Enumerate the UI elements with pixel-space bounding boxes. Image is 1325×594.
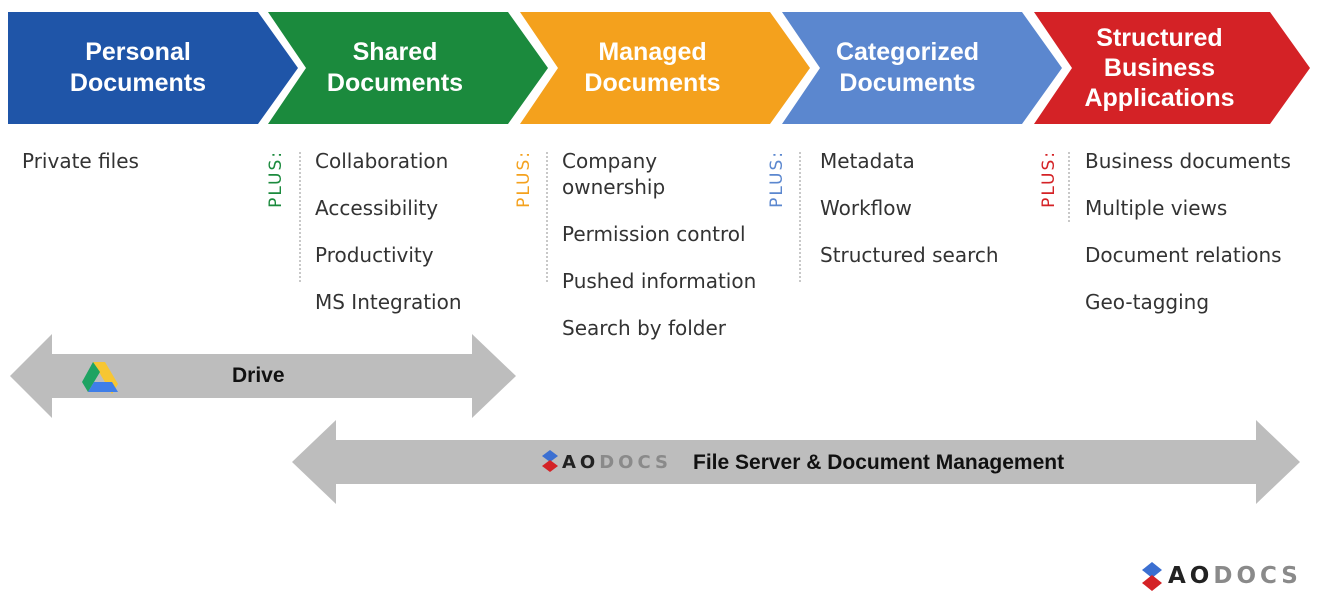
stage-chevron-categorized xyxy=(782,12,1062,124)
divider-dots xyxy=(299,152,301,282)
aodocs-logo xyxy=(542,450,558,472)
google-drive-icon xyxy=(82,362,118,394)
feature-item: Private files xyxy=(22,149,139,173)
divider-dots xyxy=(546,152,548,282)
feature-item: Search by folder xyxy=(562,316,727,340)
stage-chevron-managed xyxy=(520,12,810,124)
footer-aodocs-logo xyxy=(1142,562,1162,591)
footer-logo-text: AODOCS xyxy=(1168,563,1302,589)
plus-label-managed: PLUS: xyxy=(514,150,534,208)
stage-chevron-personal xyxy=(8,12,298,124)
feature-item: Productivity xyxy=(315,243,434,267)
feature-item: Collaboration xyxy=(315,149,449,173)
aodocs-band-logo-text: AODOCS xyxy=(562,452,672,473)
feature-item: Structured search xyxy=(820,243,999,267)
feature-item: Geo-tagging xyxy=(1085,290,1210,314)
feature-item: MS Integration xyxy=(315,290,462,314)
column-managed: Company ownership Permission control Pus… xyxy=(562,148,787,362)
feature-item: Permission control xyxy=(562,222,746,246)
stage-chevron-structured xyxy=(1034,12,1310,124)
feature-item: Metadata xyxy=(820,149,915,173)
column-structured: Business documents Multiple views Docume… xyxy=(1085,148,1320,336)
divider-dots xyxy=(1068,152,1070,222)
plus-label-shared: PLUS: xyxy=(266,150,286,208)
aodocs-band-arrow xyxy=(292,420,1300,504)
drive-band-label: Drive xyxy=(232,364,285,387)
divider-dots xyxy=(799,152,801,282)
feature-item: Accessibility xyxy=(315,196,439,220)
feature-item: Workflow xyxy=(820,196,912,220)
feature-item: Business documents xyxy=(1085,149,1291,173)
feature-item: Document relations xyxy=(1085,243,1282,267)
plus-label-categorized: PLUS: xyxy=(767,150,787,208)
logo-ao: AO xyxy=(562,452,600,473)
logo-docs: DOCS xyxy=(599,452,672,473)
aodocs-band-label: File Server & Document Management xyxy=(693,451,1065,474)
feature-item: Multiple views xyxy=(1085,196,1228,220)
feature-item: Pushed information xyxy=(562,269,757,293)
feature-item: Company ownership xyxy=(562,149,666,199)
column-shared: Collaboration Accessibility Productivity… xyxy=(315,148,515,336)
column-categorized: Metadata Workflow Structured search xyxy=(820,148,1030,289)
stage-chevron-shared xyxy=(268,12,548,124)
drive-band-arrow xyxy=(10,334,516,418)
plus-label-structured: PLUS: xyxy=(1039,150,1059,208)
column-personal: Private files xyxy=(22,148,252,195)
